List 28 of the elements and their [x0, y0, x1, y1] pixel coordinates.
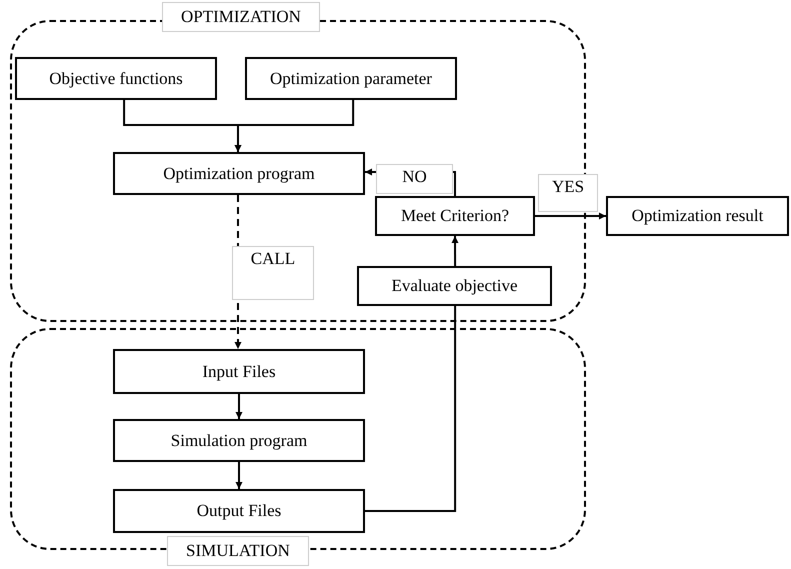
process-box	[375, 196, 535, 236]
process-box	[113, 419, 365, 462]
process-box	[245, 57, 457, 100]
arrow	[234, 100, 354, 152]
node-text: Output Files	[196, 501, 282, 521]
node-text: Optimization parameter	[270, 68, 432, 88]
node-text: Meet Criterion?	[400, 206, 510, 226]
node-text: Evaluate objective	[391, 276, 518, 296]
edge-label: YES	[538, 174, 598, 212]
node-text: Input Files	[202, 362, 276, 382]
edge-label: CALL	[232, 246, 314, 300]
process-box	[113, 489, 365, 533]
node-text: Simulation program	[170, 430, 308, 450]
process-box	[113, 349, 365, 394]
arrow	[236, 394, 242, 419]
edge-label: NO	[376, 164, 453, 194]
arrow	[452, 236, 459, 266]
node-text: Optimization result	[632, 206, 764, 226]
node-text: Objective functions	[49, 68, 183, 88]
group-heading: OPTIMIZATION	[162, 2, 320, 32]
process-box	[606, 196, 789, 236]
group-heading: SIMULATION	[167, 536, 309, 566]
node-text: Optimization program	[163, 164, 315, 184]
process-box	[357, 266, 552, 306]
arrow	[236, 462, 242, 489]
arrow	[535, 212, 606, 220]
process-box	[15, 57, 217, 100]
process-box	[113, 152, 365, 195]
